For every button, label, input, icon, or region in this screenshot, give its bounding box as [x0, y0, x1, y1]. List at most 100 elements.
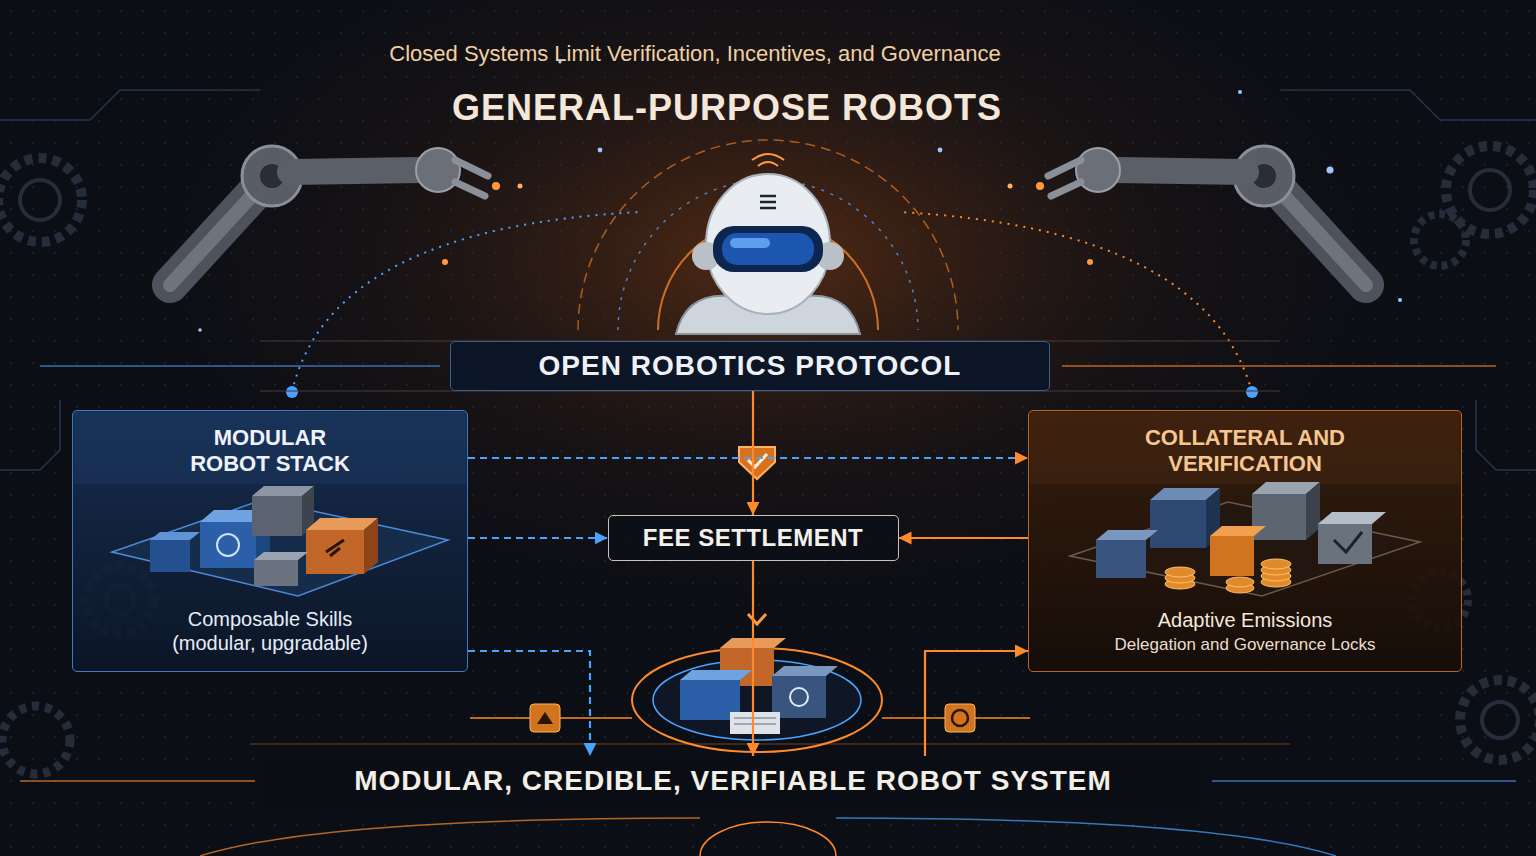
collateral-cubes — [1318, 524, 1372, 564]
robot-head — [713, 226, 823, 272]
main-title: GENERAL-PURPOSE ROBOTS — [452, 86, 1002, 129]
hub-rule — [20, 780, 255, 782]
panel-body: Composable Skills (modular, upgradable) — [145, 607, 395, 655]
collateral-cubes — [1165, 567, 1195, 577]
robot-head — [722, 233, 814, 265]
robot-arm — [1036, 182, 1044, 190]
star — [198, 60, 1402, 331]
orbit-arc — [442, 259, 448, 265]
panel-heading: COLLATERAL AND VERIFICATION — [1110, 425, 1380, 478]
robot-arm — [290, 170, 420, 172]
hub-icon — [537, 712, 553, 724]
flow-connector — [925, 651, 1028, 756]
module-cubes — [150, 532, 200, 540]
bottom-arc — [200, 818, 1336, 856]
orbit-arc — [578, 140, 958, 330]
module-cubes — [200, 522, 256, 568]
robot-head — [730, 238, 770, 248]
arrowhead — [468, 391, 1028, 756]
collateral-cubes — [1070, 502, 1420, 596]
module-cubes — [254, 552, 308, 560]
collateral-cubes — [1252, 494, 1306, 540]
fee-label: FEE SETTLEMENT — [643, 524, 863, 553]
collateral-cubes — [1096, 540, 1146, 578]
verify-shield — [739, 447, 775, 479]
module-cubes — [112, 486, 448, 596]
gear — [1460, 680, 1536, 760]
robot-arm — [1036, 146, 1366, 285]
band-title: OPEN ROBOTICS PROTOCOL — [539, 349, 962, 383]
system-hub — [734, 718, 776, 724]
collateral-cubes — [1096, 530, 1158, 540]
system-hub — [772, 666, 838, 676]
robot-arm — [455, 160, 488, 196]
gear — [0, 158, 82, 242]
circuit-line — [1476, 400, 1536, 470]
gear — [1482, 702, 1518, 738]
robot-arm — [492, 182, 500, 190]
stack-panel: MODULAR ROBOT STACK Composable Skills (mo… — [72, 410, 468, 672]
verify-shield — [748, 454, 767, 467]
collateral-panel: COLLATERAL AND VERIFICATION Adaptive Emis… — [1028, 410, 1462, 672]
flow-connector — [899, 537, 1029, 539]
system-hub — [680, 670, 752, 680]
collateral-cubes — [1318, 512, 1386, 524]
star — [1327, 167, 1334, 174]
panel-fill — [1028, 410, 1462, 672]
panel-fill — [74, 412, 466, 484]
system-title: MODULAR, CREDIBLE, VERIFIABLE ROBOT SYST… — [354, 764, 1112, 798]
robot-arm — [170, 146, 500, 285]
robot-arm — [416, 148, 460, 192]
protocol-band: OPEN ROBOTICS PROTOCOL — [450, 341, 1050, 391]
bottom-arc — [700, 822, 836, 856]
flow-connector — [468, 457, 1028, 459]
panel-heading: MODULAR ROBOT STACK — [175, 425, 365, 478]
star — [598, 148, 603, 153]
hub-rule — [250, 743, 1290, 745]
robot-head — [706, 174, 830, 314]
bottom-arc — [836, 818, 1336, 856]
gear — [20, 180, 60, 220]
collateral-cubes — [1226, 577, 1254, 587]
subtitle-label: Closed Systems Limit Verification, Incen… — [389, 41, 1000, 67]
hub-icon — [530, 704, 560, 732]
orbit-arc — [1087, 259, 1093, 265]
gear — [2, 706, 70, 774]
verify-shield — [739, 447, 775, 479]
panel-fill — [72, 410, 1462, 672]
robot-arm — [1076, 148, 1120, 192]
flow-chevron — [748, 614, 766, 624]
panel-fill — [72, 410, 468, 672]
orbit-arc — [286, 386, 298, 398]
collateral-cubes — [1150, 500, 1206, 548]
system-hub — [632, 638, 882, 752]
flow-connector — [752, 561, 754, 756]
band-rule — [40, 365, 440, 367]
band-rule — [40, 341, 1496, 391]
module-cubes — [306, 530, 364, 574]
star — [1238, 90, 1242, 94]
panel-body: Delegation and Governance Locks — [1115, 635, 1376, 655]
hub-icon — [945, 704, 975, 732]
circuit-line — [0, 400, 60, 470]
star — [1008, 184, 1013, 189]
flow-connector — [468, 537, 608, 539]
star — [518, 184, 523, 189]
system-hub — [772, 676, 826, 718]
module-cubes — [150, 540, 190, 572]
gear — [1470, 170, 1510, 210]
collateral-cubes — [1070, 482, 1420, 596]
panel-fill — [1030, 412, 1460, 484]
circuit-line — [0, 90, 260, 120]
module-cubes — [254, 560, 298, 586]
module-cubes — [217, 534, 239, 556]
orbit-arc — [1246, 386, 1258, 398]
robot-arm — [1116, 170, 1246, 172]
panel-body: Adaptive Emissions — [1158, 608, 1333, 632]
collateral-cubes — [1261, 559, 1291, 569]
collateral-cubes — [1165, 559, 1291, 593]
flow-chevron — [748, 614, 766, 624]
